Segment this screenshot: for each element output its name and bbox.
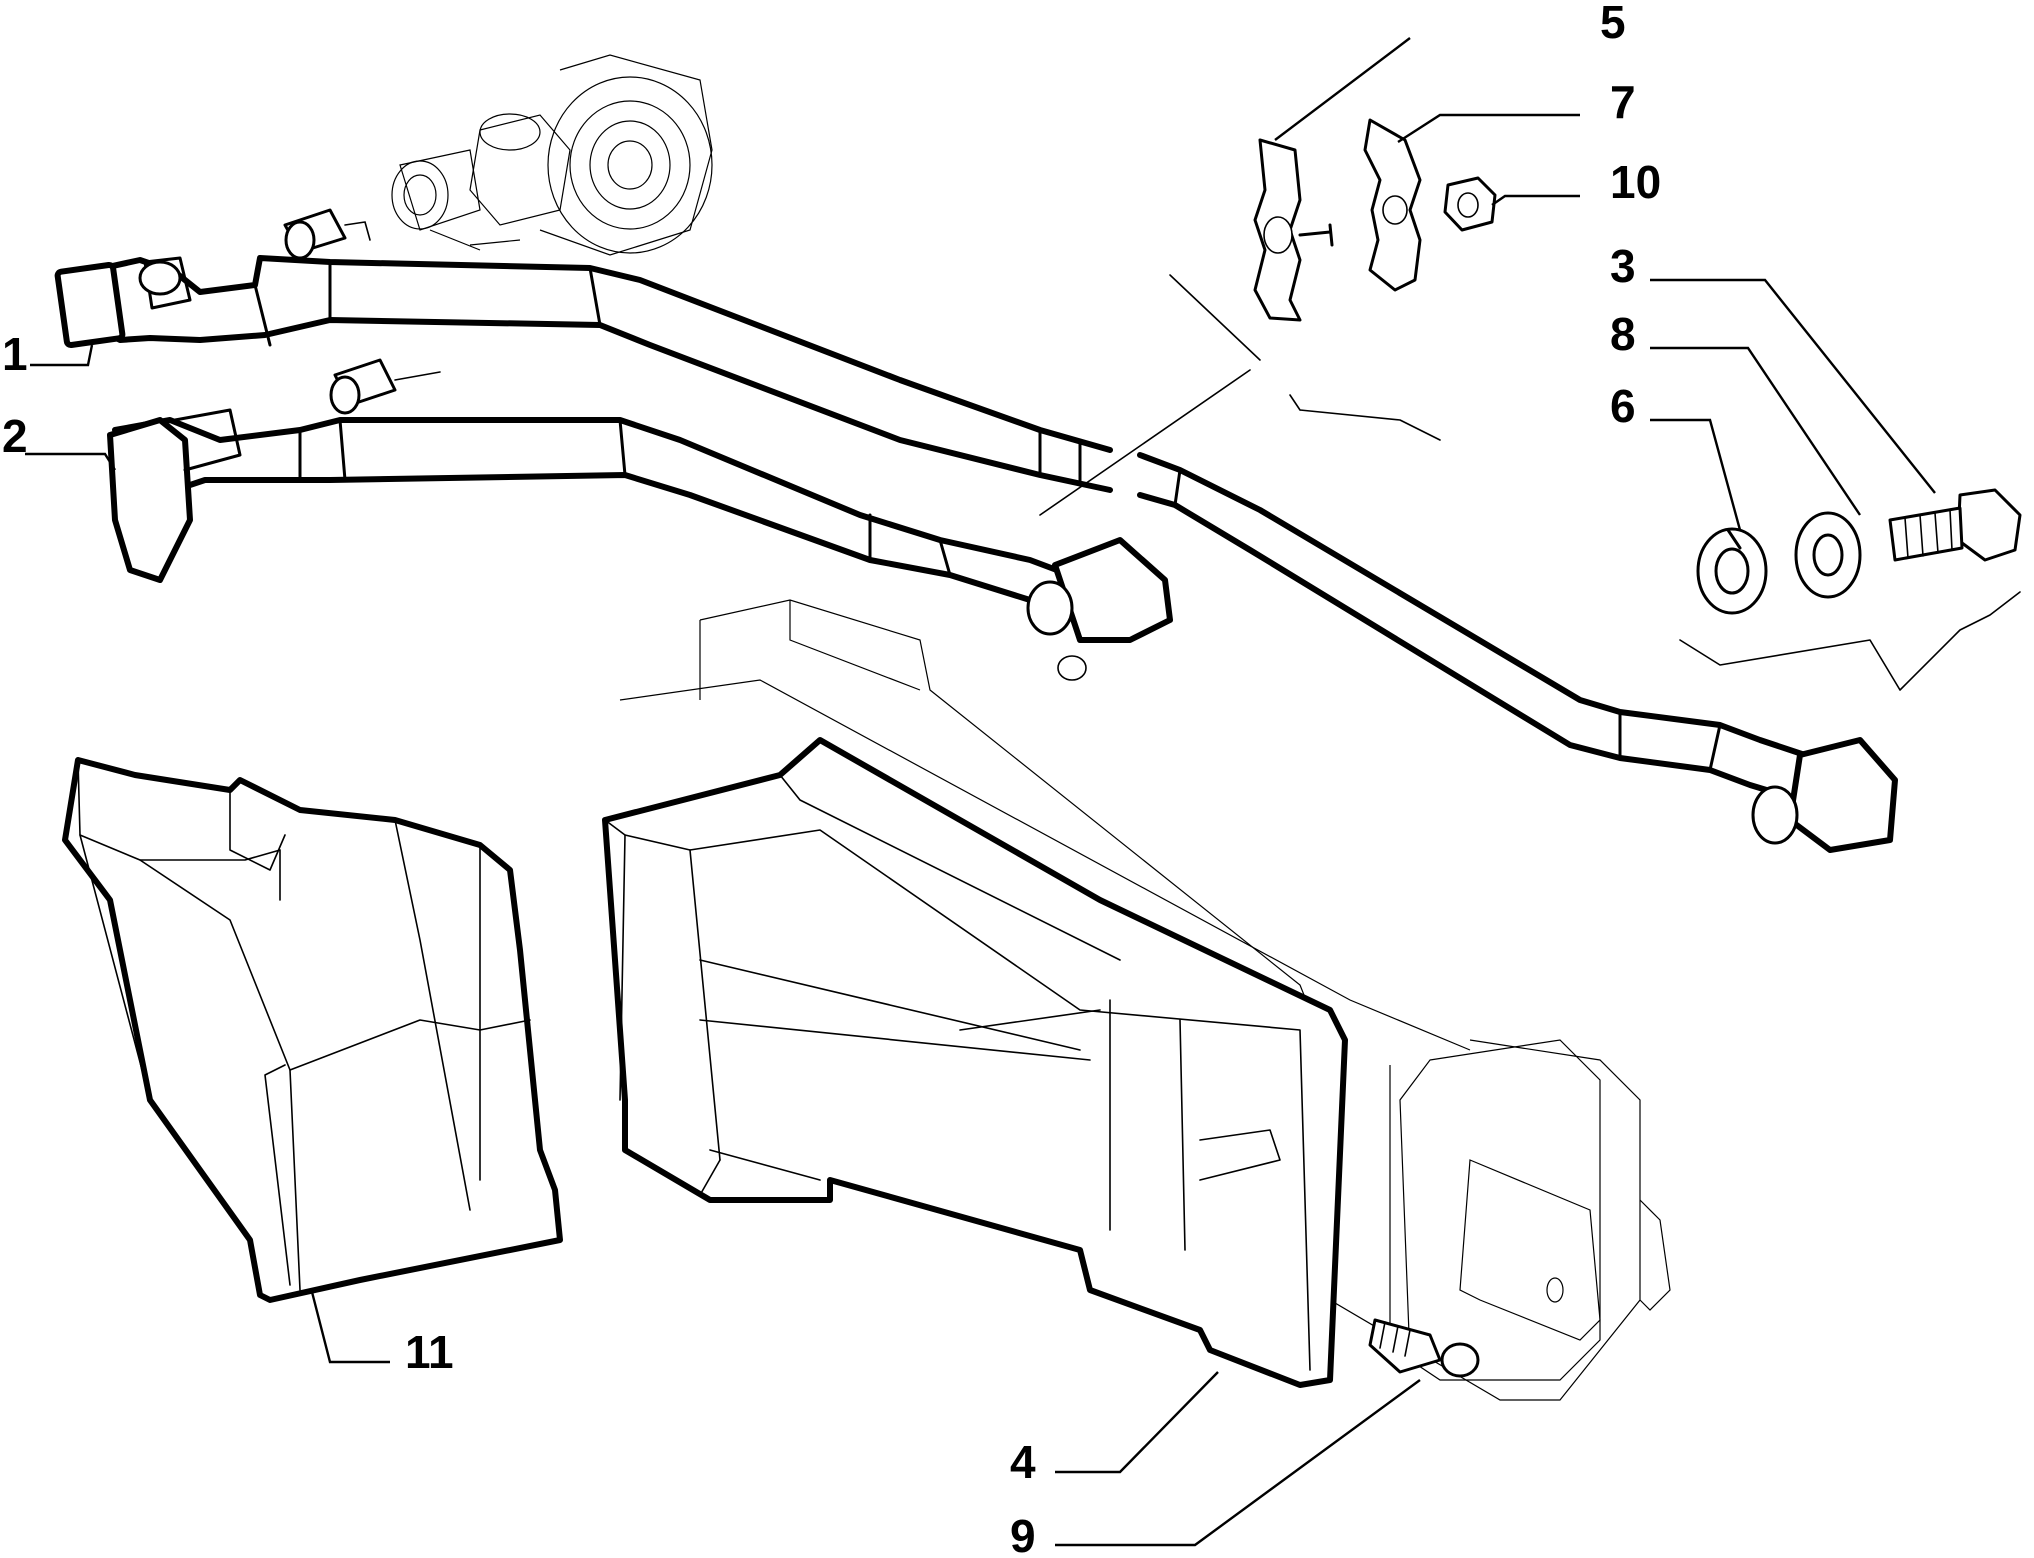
bolt-3 bbox=[1888, 488, 2022, 562]
callout-7: 7 bbox=[1610, 76, 1636, 128]
leader-lines bbox=[25, 37, 1936, 1547]
ac-pipe-3 bbox=[1137, 452, 1898, 853]
flat-washer-8 bbox=[1794, 511, 1862, 599]
assembly-bracket bbox=[1679, 591, 2021, 691]
callout-labels: 1 2 5 7 10 3 8 6 11 4 9 bbox=[2, 0, 1661, 1558]
air-duct-4 bbox=[602, 737, 1348, 1388]
callout-3: 3 bbox=[1610, 240, 1636, 292]
ac-pipe-1 bbox=[54, 255, 1113, 493]
callout-11: 11 bbox=[405, 1326, 454, 1378]
callout-2: 2 bbox=[2, 410, 28, 462]
screw-9 bbox=[1368, 1318, 1480, 1378]
fitting-2 bbox=[329, 358, 441, 415]
callout-8: 8 bbox=[1610, 308, 1636, 360]
callout-5: 5 bbox=[1600, 0, 1626, 48]
callout-9: 9 bbox=[1010, 1510, 1036, 1558]
fitting-1 bbox=[283, 208, 371, 260]
compressor-ghost bbox=[391, 54, 713, 256]
air-duct-11 bbox=[62, 757, 563, 1303]
ac-pipe-2 bbox=[107, 408, 1173, 681]
clamp-7 bbox=[1363, 118, 1422, 292]
break-lines bbox=[1039, 274, 1441, 516]
callout-4: 4 bbox=[1010, 1436, 1036, 1488]
callout-1: 1 bbox=[2, 328, 28, 380]
clamp-5 bbox=[1253, 138, 1334, 322]
callout-6: 6 bbox=[1610, 380, 1636, 432]
spring-washer-6 bbox=[1696, 527, 1768, 615]
nut-10 bbox=[1443, 176, 1497, 232]
callout-10: 10 bbox=[1610, 156, 1661, 208]
